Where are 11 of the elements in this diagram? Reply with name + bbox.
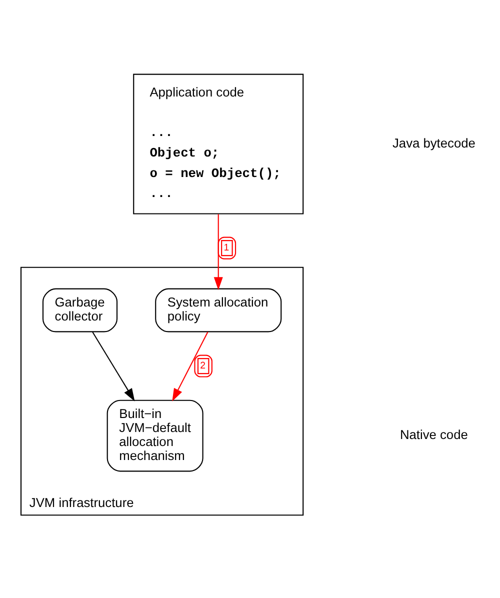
edge-label: 2: [200, 360, 206, 372]
arrow: [172, 332, 208, 402]
node-box: Built−in JVM−default allocation mechanism: [106, 400, 204, 472]
edge-label: 1: [224, 242, 230, 254]
node-box: System allocation policy: [155, 288, 282, 332]
label: Java bytecode: [392, 135, 476, 150]
arrow: [92, 332, 135, 402]
label: Native code: [400, 427, 468, 442]
node-box: Application code ... Object o; o = new Object(); ...: [133, 74, 304, 214]
node-box: Garbage collector: [42, 288, 118, 332]
arrow: [214, 214, 223, 290]
